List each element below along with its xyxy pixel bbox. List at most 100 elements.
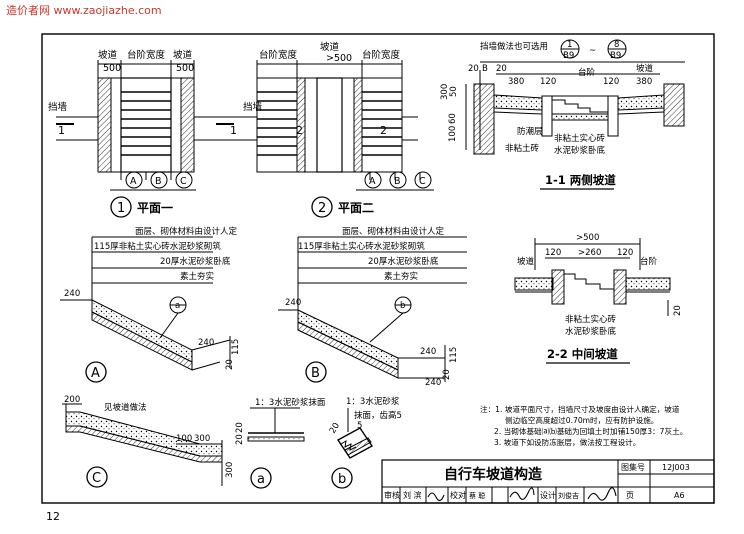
role-review: 审核 bbox=[384, 490, 400, 500]
detailC-label: 见坡道做法 bbox=[104, 402, 147, 413]
plan2-circle-a: A bbox=[369, 176, 376, 187]
sec11-dim-380-right: 380 bbox=[636, 77, 652, 87]
detailC-dim-200: 200 bbox=[64, 395, 80, 405]
sec11-label-mortar: 水泥砂浆卧底 bbox=[554, 145, 606, 156]
detailB-dim-240-top: 240 bbox=[285, 298, 301, 308]
sec11-ref1-bottom: B9 bbox=[563, 51, 574, 61]
detailA-dim-240-right: 240 bbox=[198, 338, 214, 348]
detailA-layer-1: 面层、砌体材料由设计人定 bbox=[135, 226, 238, 237]
sec22-ramp-label: 坡道 bbox=[517, 256, 535, 267]
page-label: 页 bbox=[626, 491, 634, 500]
plan1-circle-b: B bbox=[155, 176, 162, 187]
plan2-section-mark-right: 2 bbox=[380, 124, 387, 137]
note-line-3: 2. 当砌体基础⒜⒝基础为回填土时加铺150厚3：7灰土。 bbox=[494, 426, 687, 436]
plan2-wall-label: 挡墙 bbox=[243, 101, 263, 113]
sec11-vdim-100: 100 bbox=[448, 126, 458, 142]
plan1-wall-label: 挡墙 bbox=[48, 101, 68, 113]
sec22-dim-top: >500 bbox=[576, 233, 599, 243]
atlas-label: 图集号 bbox=[621, 462, 645, 472]
detail-b-letter: b bbox=[338, 472, 346, 487]
title-block-title: 自行车坡道构造 bbox=[444, 466, 542, 483]
role-check: 校对 bbox=[450, 490, 466, 500]
notes-block: 注：1. 坡道平面尺寸，挡墙尺寸及坡度由设计人确定，坡道 侧边临空高度超过0.7… bbox=[480, 404, 687, 447]
plan1-circle-a: A bbox=[130, 176, 137, 187]
plan2-view-title: 平面二 bbox=[338, 201, 374, 215]
plan2-circle-b: B bbox=[394, 176, 401, 187]
sec11-tilde: ~ bbox=[589, 46, 596, 56]
sec22-step-label: 台阶 bbox=[640, 256, 658, 267]
sec11-vdim-300: 300 bbox=[440, 84, 450, 100]
detailA-layer-4: 素土夯实 bbox=[180, 271, 214, 282]
plan2-circle-c: C bbox=[419, 176, 426, 187]
sec22-right-dim: 20 bbox=[673, 305, 683, 316]
detailB-dim-240-bottom: 240 bbox=[425, 378, 441, 388]
detailB-layer-1: 面层、砌体材料由设计人定 bbox=[342, 226, 445, 237]
sec11-vdim-60: 60 bbox=[448, 113, 458, 124]
detail-b-label-2: 抹面，齿高5 bbox=[354, 410, 402, 421]
role-design: 设计 bbox=[540, 490, 556, 500]
detail-b-dim-5: 5 bbox=[357, 421, 362, 431]
sec11-step-label: 台阶 bbox=[578, 67, 596, 78]
detailA-callout: a bbox=[175, 301, 180, 311]
sec11-dim-120-left: 120 bbox=[540, 77, 556, 87]
plan2-view-number: 2 bbox=[318, 201, 326, 216]
plan2-dim-step-right: 台阶宽度 bbox=[362, 49, 401, 61]
sec22-dim-120-right: 120 bbox=[617, 248, 633, 258]
page-value: A6 bbox=[674, 491, 685, 500]
note-line-4: 3. 坡道下如设防冻胀层，做法按工程设计。 bbox=[494, 437, 640, 447]
detailB-dim-20: 20 bbox=[442, 369, 452, 380]
sec11-label-brick: 非粘土砖 bbox=[505, 143, 540, 154]
sec11-ramp-label: 坡道 bbox=[636, 63, 654, 74]
detailB-layer-3: 20厚水泥砂浆卧底 bbox=[368, 256, 439, 267]
detail-a-dim-2: 20 bbox=[235, 434, 245, 445]
name-check: 蔡 聪 bbox=[469, 491, 485, 500]
detailA-layer-2: 115厚非粘土实心砖水泥砂浆砌筑 bbox=[94, 241, 221, 252]
plan-one bbox=[56, 60, 234, 218]
plan-two bbox=[232, 60, 434, 218]
section-1-1 bbox=[465, 39, 685, 155]
detailB-letter: B bbox=[311, 366, 320, 381]
detail-b-dim-20: 20 bbox=[328, 421, 342, 435]
plan1-circle-c: C bbox=[180, 176, 187, 187]
plan1-view-number: 1 bbox=[117, 201, 125, 216]
plan1-dim-ramp-left: 坡道 bbox=[98, 49, 118, 61]
sec11-label-damp: 防潮层 bbox=[517, 126, 543, 137]
detailC-dim-300: 300 bbox=[194, 434, 210, 444]
detail-small-a bbox=[247, 407, 305, 489]
detailB-layer-2: 115厚非粘土实心砖水泥砂浆砌筑 bbox=[298, 241, 425, 252]
sec11-dim-20b: 20 bbox=[496, 64, 507, 74]
detailB-dim-240-mid: 240 bbox=[420, 347, 436, 357]
plan2-dim-ramp: 坡道 bbox=[320, 41, 340, 53]
name-review: 刘 滨 bbox=[403, 490, 422, 500]
sec11-dim-20a: 20 bbox=[468, 64, 479, 74]
detailA-dim-20: 20 bbox=[225, 359, 235, 370]
sec11-label-solid-brick: 非粘土实心砖 bbox=[554, 133, 606, 144]
title-block bbox=[381, 459, 715, 504]
note-line-1: 注：1. 坡道平面尺寸，挡墙尺寸及坡度由设计人确定，坡道 bbox=[480, 404, 680, 414]
plan1-section-mark-left: 1 bbox=[58, 124, 65, 137]
detailC-letter: C bbox=[92, 471, 101, 486]
detailB-dim-115: 115 bbox=[449, 347, 459, 363]
sec22-dim-120-left: 120 bbox=[545, 248, 561, 258]
plan1-view-title: 平面一 bbox=[137, 201, 173, 215]
sec11-vdim-50: 50 bbox=[449, 86, 459, 97]
sec11-ref2-bottom: B9 bbox=[610, 51, 621, 61]
detail-a-dim-1: 20 bbox=[235, 422, 245, 433]
sec11-dim-b: B bbox=[482, 64, 488, 74]
sec11-ref1-top: 1 bbox=[567, 40, 572, 50]
detail-a bbox=[60, 236, 231, 383]
sec22-title: 2-2 中间坡道 bbox=[547, 347, 618, 361]
sec11-dim-120-right: 120 bbox=[603, 77, 619, 87]
detailB-layer-4: 素土夯实 bbox=[384, 271, 418, 282]
plan1-section-mark-right: 1 bbox=[230, 124, 237, 137]
atlas-value: 12J003 bbox=[662, 463, 690, 472]
section-2-2 bbox=[514, 238, 671, 316]
page-number: 12 bbox=[46, 510, 60, 523]
sec22-label-mortar: 水泥砂浆卧底 bbox=[565, 326, 617, 337]
detail-b-label-1: 1：3水泥砂浆 bbox=[346, 396, 400, 407]
sheet-frame bbox=[41, 33, 715, 504]
sec11-ref2-top: 8 bbox=[614, 40, 619, 50]
sec11-dim-380-left: 380 bbox=[508, 77, 524, 87]
detailB-callout: b bbox=[400, 301, 405, 311]
